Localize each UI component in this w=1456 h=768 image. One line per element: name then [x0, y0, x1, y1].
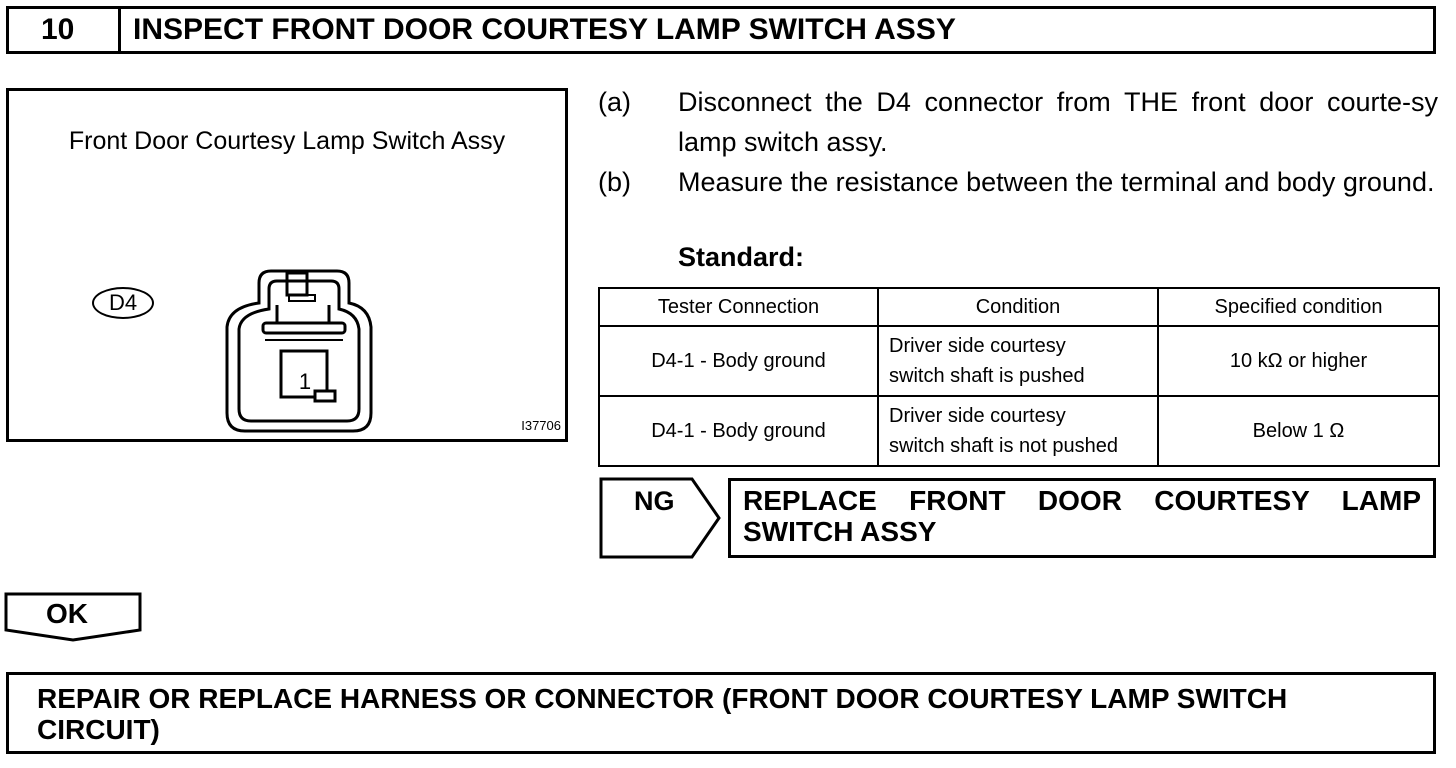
condition-line: Driver side courtesy — [889, 405, 1066, 427]
ng-arrow-icon — [599, 477, 721, 559]
condition-line: Driver side courtesy — [889, 335, 1066, 357]
figure-code: I37706 — [521, 418, 561, 433]
connector-figure: Front Door Courtesy Lamp Switch Assy D4 … — [6, 88, 568, 442]
instruction-b: (b) Measure the resistance between the t… — [598, 162, 1438, 242]
specified-condition-cell: Below 1 Ω — [1157, 395, 1440, 467]
terminal-cavity — [279, 349, 329, 399]
specified-condition-cell: 10 kΩ or higher — [1157, 325, 1440, 397]
connector-label: D4 — [92, 287, 154, 319]
column-header: Specified condition — [1157, 287, 1440, 327]
step-title: INSPECT FRONT DOOR COURTESY LAMP SWITCH … — [133, 13, 956, 46]
column-header: Condition — [877, 287, 1159, 327]
housing-inner — [237, 279, 361, 423]
standard-label: Standard: — [678, 242, 805, 272]
table-row: D4-1 - Body ground Driver side courtesy … — [598, 395, 1440, 467]
step-number: 10 — [9, 9, 121, 51]
tester-connection-cell: D4-1 - Body ground — [598, 395, 879, 467]
instruction-marker: (b) — [598, 167, 631, 197]
table-row: D4-1 - Body ground Driver side courtesy … — [598, 325, 1440, 397]
condition-cell: Driver side courtesy switch shaft is not… — [877, 395, 1159, 467]
column-header: Tester Connection — [598, 287, 879, 327]
step-header: 10 INSPECT FRONT DOOR COURTESY LAMP SWIT… — [6, 6, 1436, 54]
condition-line: switch shaft is not pushed — [889, 435, 1119, 457]
table-header-row: Tester Connection Condition Specified co… — [598, 287, 1440, 327]
lock-bar — [261, 321, 347, 335]
instruction-a: (a) Disconnect the D4 connector from THE… — [598, 82, 1438, 162]
instruction-text: Measure the resistance between the termi… — [678, 167, 1435, 197]
ok-label: OK — [46, 598, 88, 629]
terminal-number: 1 — [299, 369, 311, 394]
condition-cell: Driver side courtesy switch shaft is pus… — [877, 325, 1159, 397]
ng-label: NG — [634, 486, 675, 516]
instruction-text: Disconnect the D4 connector from THE fro… — [678, 87, 1438, 157]
housing-outer — [225, 269, 373, 433]
instruction-marker: (a) — [598, 87, 631, 117]
connector-icon: 1 — [225, 269, 373, 433]
result-box: REPAIR OR REPLACE HARNESS OR CONNECTOR (… — [6, 672, 1436, 754]
condition-line: switch shaft is pushed — [889, 365, 1085, 387]
tester-connection-cell: D4-1 - Body ground — [598, 325, 879, 397]
ok-arrow-icon — [4, 592, 142, 642]
latch-tab — [285, 271, 309, 297]
figure-title: Front Door Courtesy Lamp Switch Assy — [68, 127, 506, 155]
latch-bar — [288, 294, 316, 302]
terminal-lock — [313, 389, 337, 403]
ng-action-box: REPLACE FRONT DOOR COURTESY LAMP SWITCH … — [728, 478, 1436, 558]
spec-table: Tester Connection Condition Specified co… — [598, 287, 1440, 467]
